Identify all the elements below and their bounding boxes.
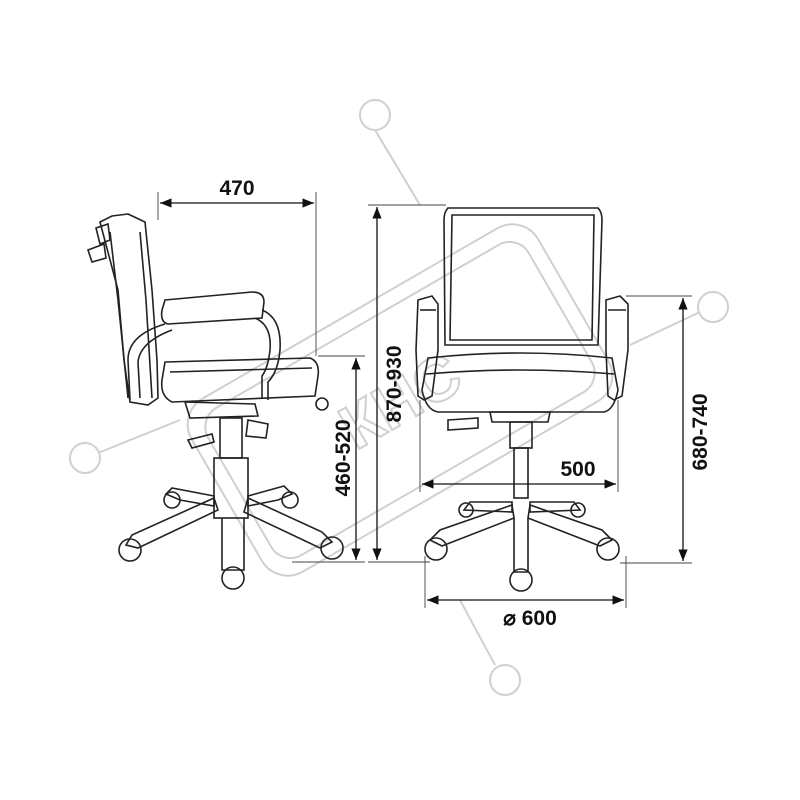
side-gas-lift-upper	[219, 417, 243, 459]
side-seat-height-label: 460-520	[332, 419, 355, 496]
side-armrest-frame	[261, 309, 281, 400]
front-total-height-label: 870-930	[383, 345, 406, 422]
side-seat-height-dimension: 460-520	[292, 355, 365, 563]
front-caster-1	[424, 537, 448, 561]
watermark-inner-frame	[204, 240, 596, 560]
front-armrest-left	[415, 295, 439, 401]
front-base-diameter-label: ⌀ 600	[503, 607, 557, 630]
front-backrest	[443, 207, 603, 346]
side-mechanism	[183, 401, 260, 419]
front-armrest-height-dimension: 680-740	[620, 295, 712, 564]
front-caster-2	[596, 537, 620, 561]
front-base-diameter-dimension: ⌀ 600	[424, 556, 627, 630]
side-base-leg-right	[243, 496, 334, 549]
side-caster-3	[221, 566, 245, 590]
front-mechanism	[489, 411, 551, 423]
front-gas-lift-upper	[509, 421, 533, 449]
side-depth-dimension: 470	[157, 177, 317, 356]
side-seat	[160, 357, 320, 403]
watermark-circle-left	[69, 442, 101, 474]
front-seat	[421, 352, 619, 413]
front-caster-3	[509, 568, 533, 592]
front-base-leg-left	[428, 503, 515, 547]
side-caster-1	[118, 538, 142, 562]
side-gas-lift-lower	[213, 457, 249, 519]
front-gas-lift-lower	[513, 447, 529, 499]
watermark-circle-bottom	[489, 664, 521, 696]
side-armrest-pad	[160, 291, 265, 325]
watermark-circle-right	[697, 291, 729, 323]
front-view-chair	[415, 207, 629, 592]
side-base-leg-left	[124, 496, 219, 549]
front-armrest-height-label: 680-740	[689, 393, 712, 470]
front-seat-width-dimension: 500	[419, 400, 619, 492]
side-depth-label: 470	[219, 177, 254, 200]
front-seat-width-label: 500	[560, 458, 595, 481]
front-total-height-dimension: 870-930	[368, 204, 446, 563]
watermark-circle-top	[359, 99, 391, 131]
side-backrest-knob	[95, 222, 111, 246]
side-view-chair	[86, 213, 344, 590]
front-armrest-right	[605, 295, 629, 401]
side-caster-2	[320, 536, 344, 560]
front-base-leg-right	[527, 503, 614, 547]
